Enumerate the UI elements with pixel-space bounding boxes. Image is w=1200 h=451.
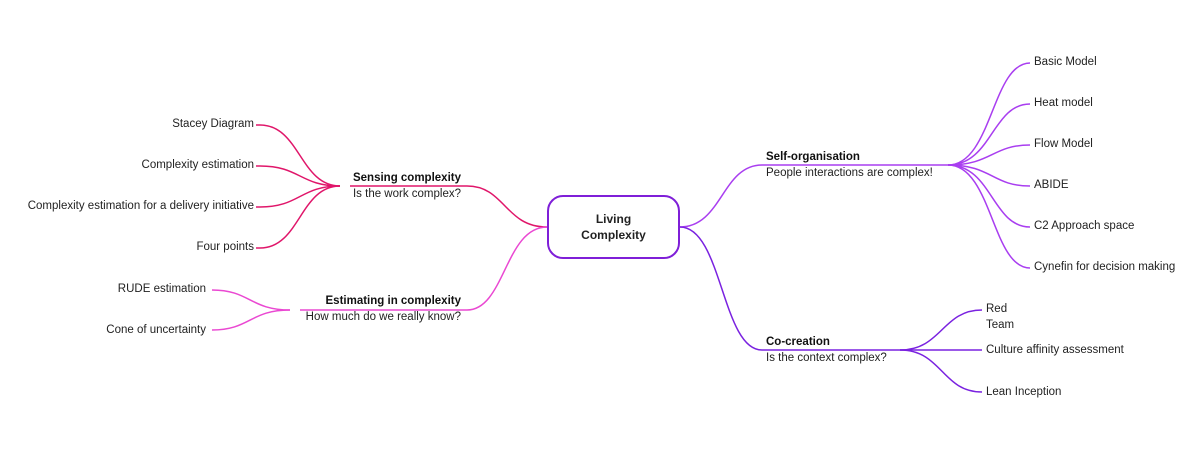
- leaf-red-team-line1: Red: [986, 303, 1008, 315]
- branch-self-organisation-title: Self-organisation: [766, 151, 860, 163]
- leaf-complexity-estimation-delivery[interactable]: Complexity estimation for a delivery ini…: [27, 200, 254, 212]
- connector-leaf-abide: [947, 164, 1031, 187]
- branch-sensing[interactable]: Sensing complexity Is the work complex?: [353, 170, 461, 202]
- connector-leaf-cone: [211, 309, 291, 331]
- leaf-c2-approach-space[interactable]: C2 Approach space: [1034, 220, 1135, 232]
- leaf-stacey-diagram[interactable]: Stacey Diagram: [172, 118, 254, 130]
- leaf-complexity-estimation[interactable]: Complexity estimation: [141, 159, 254, 171]
- connector-leaf-delivery-initiative: [256, 185, 341, 208]
- connector-leaf-four-points: [256, 185, 341, 249]
- leaf-rude-estimation[interactable]: RUDE estimation: [117, 283, 206, 295]
- connector-root-cocreation: [679, 226, 763, 351]
- branch-estimating-subtitle: How much do we really know?: [305, 311, 461, 323]
- branch-co-creation-title: Co-creation: [766, 336, 830, 348]
- connector-leaf-complexity-estimation: [256, 165, 341, 187]
- root-label-line2: Complexity: [581, 228, 646, 242]
- branch-sensing-title: Sensing complexity: [352, 172, 461, 184]
- leaf-cynefin[interactable]: Cynefin for decision making: [1034, 261, 1176, 273]
- leaf-basic-model[interactable]: Basic Model: [1034, 56, 1097, 68]
- branch-estimating[interactable]: Estimating in complexity How much do we …: [306, 293, 461, 325]
- connector-leaf-c2: [947, 164, 1031, 228]
- branch-sensing-subtitle: Is the work complex?: [352, 188, 461, 200]
- connector-leaf-lean: [899, 349, 983, 393]
- leaf-red-team[interactable]: Red Team: [986, 301, 1014, 333]
- connector-leaf-basic-model: [947, 62, 1031, 166]
- leaf-lean-inception[interactable]: Lean Inception: [986, 386, 1062, 398]
- branch-co-creation[interactable]: Co-creation Is the context complex?: [766, 334, 887, 366]
- leaf-four-points[interactable]: Four points: [196, 241, 254, 253]
- leaf-flow-model[interactable]: Flow Model: [1034, 138, 1093, 150]
- leaf-heat-model[interactable]: Heat model: [1034, 97, 1093, 109]
- connector-root-selforg: [679, 164, 763, 228]
- branch-self-organisation[interactable]: Self-organisation People interactions ar…: [766, 149, 933, 181]
- connector-leaf-rude: [211, 289, 291, 311]
- leaf-abide[interactable]: ABIDE: [1034, 179, 1069, 191]
- branch-co-creation-subtitle: Is the context complex?: [766, 352, 887, 364]
- branch-estimating-title: Estimating in complexity: [325, 295, 461, 307]
- connector-leaf-heat-model: [947, 103, 1031, 166]
- leaf-red-team-line2: Team: [986, 319, 1015, 331]
- leaf-culture-affinity[interactable]: Culture affinity assessment: [986, 344, 1124, 356]
- connector-leaf-flow-model: [947, 144, 1031, 166]
- root-label-line1: Living: [595, 212, 632, 226]
- connector-root-estimating: [466, 226, 548, 311]
- leaf-cone-of-uncertainty[interactable]: Cone of uncertainty: [106, 324, 206, 336]
- root-node[interactable]: Living Complexity: [547, 195, 680, 259]
- branch-self-organisation-subtitle: People interactions are complex!: [766, 167, 933, 179]
- connector-leaf-cynefin: [947, 164, 1031, 269]
- connector-leaf-stacey: [256, 124, 341, 187]
- connector-leaf-red-team: [899, 309, 983, 351]
- connector-root-sensing: [466, 185, 548, 228]
